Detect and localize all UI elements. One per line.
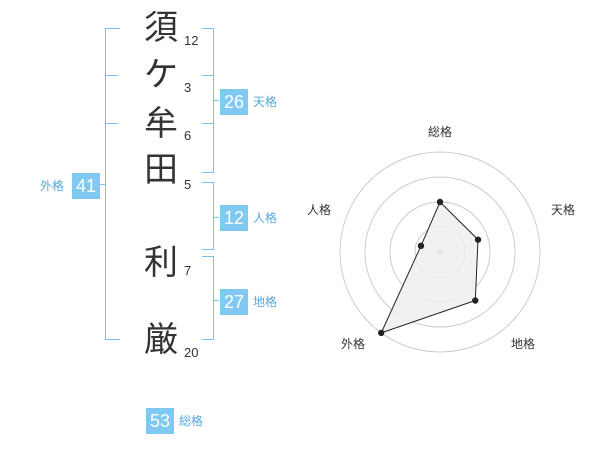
radar-axis-label-tenkaku: 天格	[551, 203, 576, 217]
radar-point-2	[474, 236, 482, 243]
name-char-2: ケ	[144, 55, 178, 95]
radar-point-3	[472, 297, 479, 304]
radar-ring	[339, 151, 541, 353]
bracket-connector	[100, 184, 106, 185]
gaikaku-score: 41	[72, 173, 100, 199]
gaikaku-label: 外格	[40, 179, 65, 193]
radar-area	[380, 201, 479, 334]
bracket-tick	[106, 123, 118, 124]
jinkaku-label: 人格	[253, 211, 278, 225]
stroke-count-1: 12	[184, 33, 199, 48]
bracket-tick	[106, 75, 118, 76]
stroke-count-2: 3	[184, 80, 192, 95]
jinkaku-bracket	[202, 182, 214, 250]
radar-point-4	[378, 329, 385, 337]
stroke-count-5: 7	[184, 263, 192, 278]
chikaku-score: 27	[220, 289, 248, 315]
name-char-3: 牟	[144, 104, 178, 144]
tenkaku-label: 天格	[253, 95, 278, 109]
bracket-tick	[202, 123, 213, 124]
radar-axis-label-chikaku: 地格	[511, 337, 536, 351]
radar-points	[378, 198, 482, 337]
name-char-1: 須	[144, 8, 178, 48]
stroke-count-3: 6	[184, 128, 192, 143]
soukaku-score: 53	[146, 408, 174, 434]
radar-axis-label-gaikaku: 外格	[341, 337, 366, 351]
name-char-4: 田	[144, 150, 178, 190]
name-char-6: 厳	[144, 320, 178, 360]
bracket-connector	[213, 100, 219, 101]
chikaku-bracket	[202, 256, 214, 340]
radar-axis-label-jinkaku: 人格	[307, 203, 332, 217]
tenkaku-score: 26	[220, 89, 248, 115]
stroke-count-4: 5	[184, 177, 192, 192]
soukaku-label: 総格	[179, 414, 204, 428]
radar-point-1	[436, 198, 444, 206]
bracket-connector	[213, 217, 219, 218]
jinkaku-score: 12	[220, 205, 248, 231]
radar-ring	[364, 176, 516, 328]
radar-axis-label-soukaku: 総格	[428, 125, 453, 139]
bracket-tick	[202, 75, 213, 76]
name-char-5: 利	[144, 243, 178, 283]
stroke-count-6: 20	[184, 345, 199, 360]
chikaku-label: 地格	[253, 295, 278, 309]
bracket-connector	[213, 300, 219, 301]
radar-point-5	[417, 242, 425, 250]
